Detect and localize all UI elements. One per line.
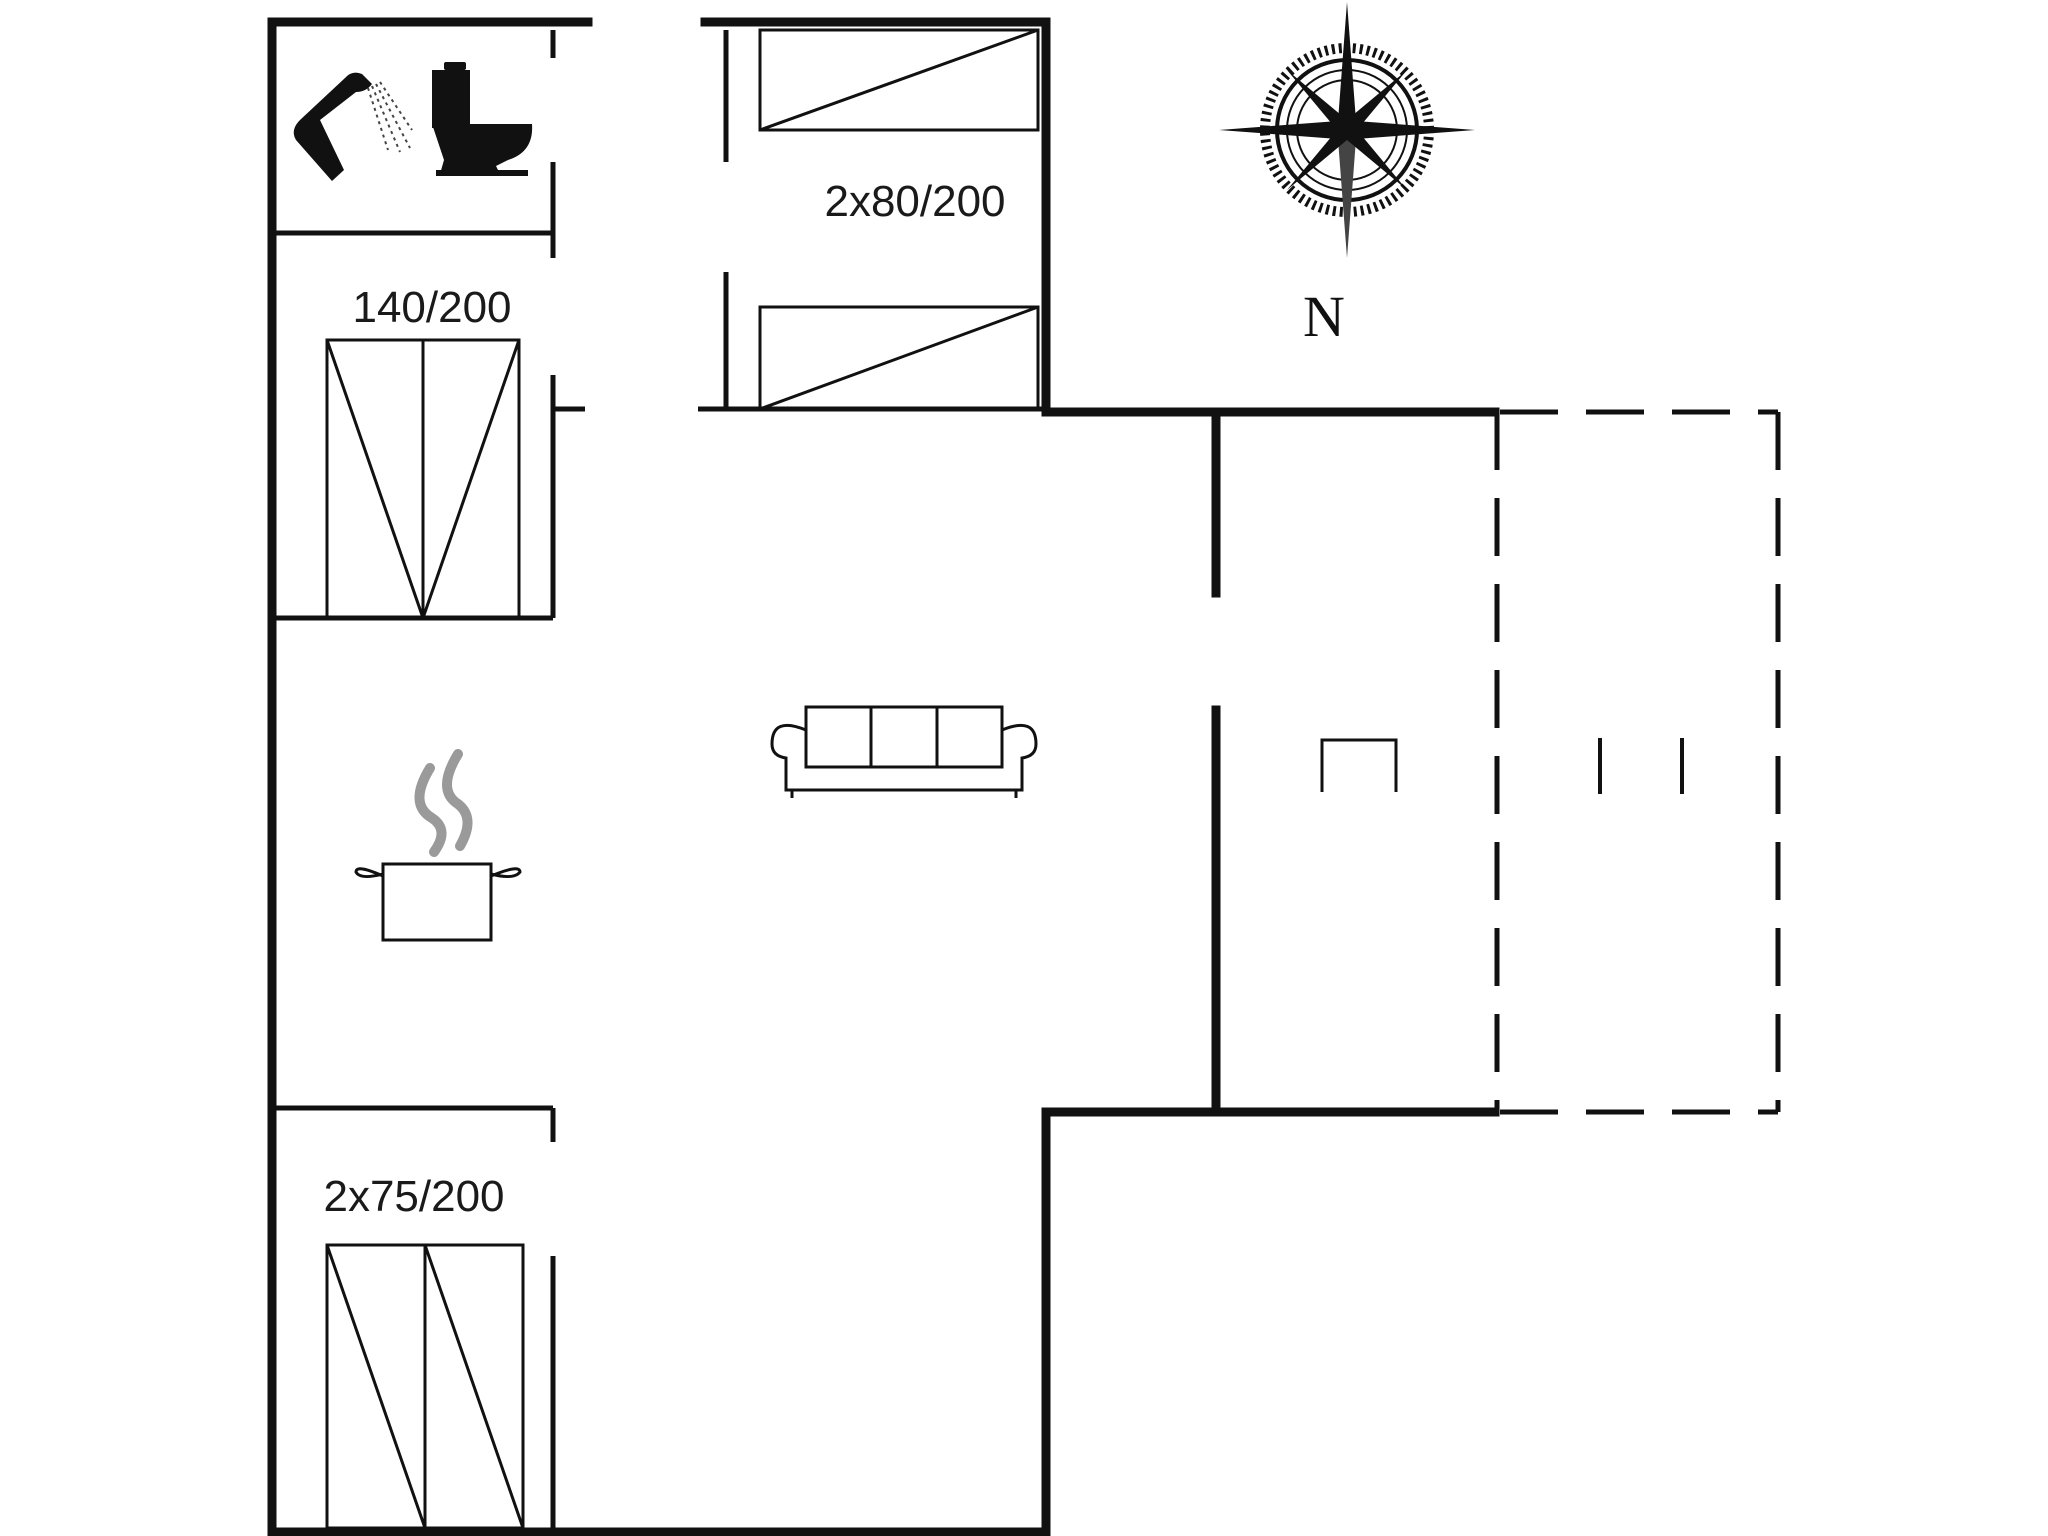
- bed-label-twin-bottom: 2x75/200: [323, 1172, 504, 1221]
- bed-label-master: 140/200: [352, 283, 511, 332]
- twin-bed-80-top: [758, 28, 1040, 132]
- sofa-icon: [770, 705, 1038, 798]
- bed-label-twin-top: 2x80/200: [824, 177, 1005, 226]
- interior-walls: [272, 30, 1221, 1528]
- exterior-walls: [267, 17, 1500, 1536]
- twin-beds-75: [325, 1243, 525, 1530]
- cooking-pot-icon: [354, 749, 522, 942]
- compass-rose-icon: [1219, 2, 1475, 258]
- shower-icon: [293, 72, 413, 181]
- fireplace-icon: [1320, 738, 1398, 792]
- terrace-marks: [1598, 738, 1684, 794]
- terrace-outline: [1494, 409, 1781, 1115]
- double-bed-140: [325, 338, 521, 620]
- twin-bed-80-bottom: [758, 305, 1040, 411]
- north-label: N: [1303, 284, 1345, 349]
- toilet-icon: [432, 62, 533, 176]
